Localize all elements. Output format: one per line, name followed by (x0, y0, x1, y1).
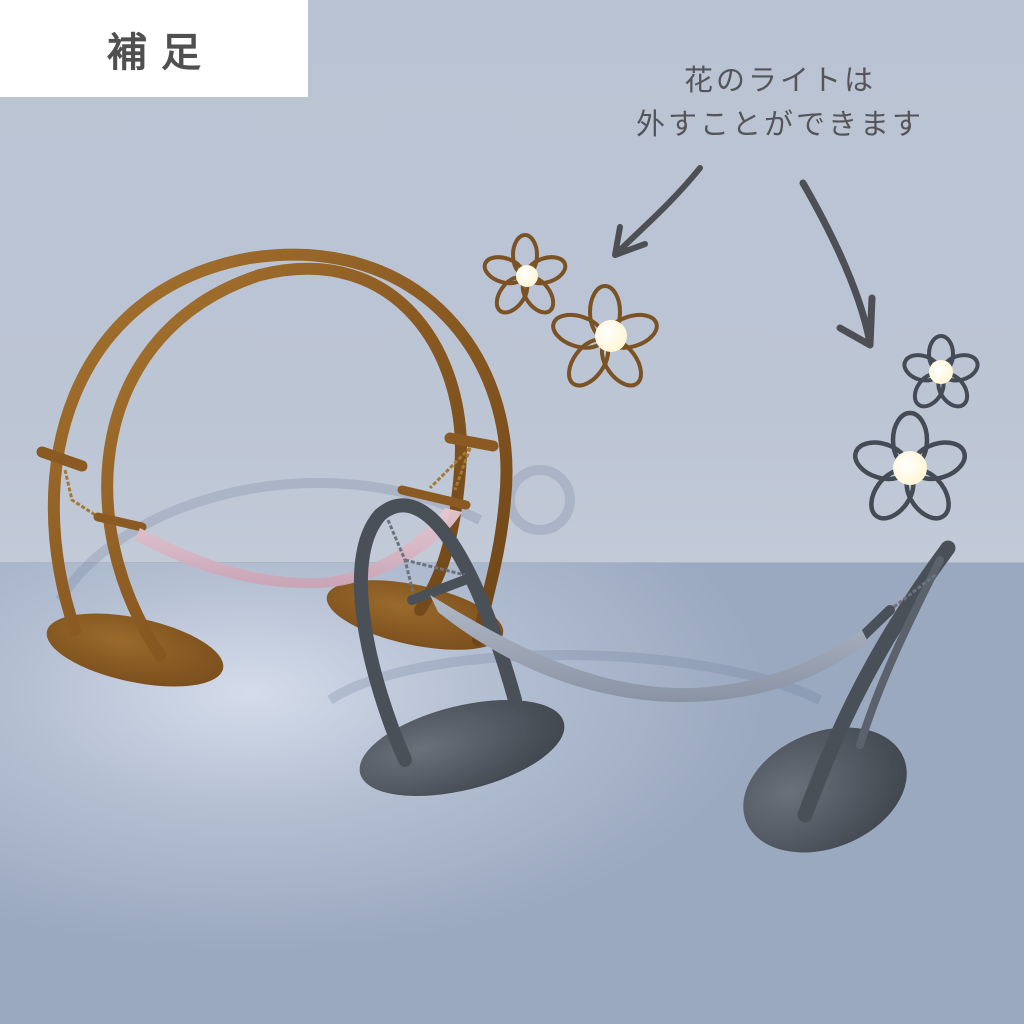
title-label: 補足 (107, 29, 215, 76)
arrow-left-icon (612, 165, 703, 258)
note-line-1-main: 花のライト (683, 63, 844, 97)
note-line-1: 花のライトは (600, 58, 960, 102)
wooden-hammock-stand (36, 248, 513, 687)
brown-flower-light-large (551, 284, 659, 388)
annotation-note: 花のライトは 外すことができます (600, 58, 960, 146)
arrow-right-icon (799, 179, 876, 349)
gray-flower-light-large (853, 410, 967, 521)
note-line-1-tail: は (844, 63, 877, 97)
gray-hammock-stand (353, 498, 956, 853)
note-line-2: 外すことができます (635, 107, 924, 141)
gray-flower-light-small (902, 334, 980, 409)
title-banner: 補足 (0, 0, 308, 97)
brown-flower-light-small (482, 233, 568, 315)
